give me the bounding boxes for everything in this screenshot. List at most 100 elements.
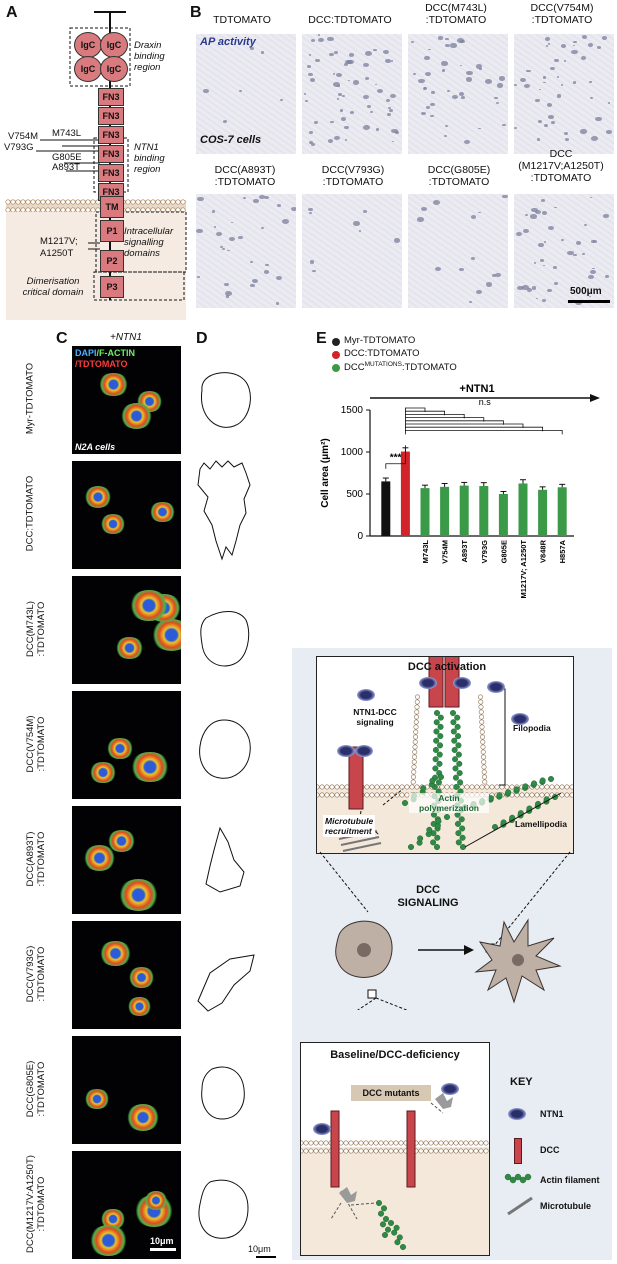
stain-spot	[362, 125, 370, 131]
fluorescent-cell	[89, 762, 117, 784]
stain-spot	[523, 228, 529, 233]
b-title-line: :TDTOMATO	[322, 176, 384, 188]
stain-spot	[563, 131, 568, 135]
stain-spot	[337, 85, 340, 87]
p3-domain: P3	[100, 276, 124, 298]
stain-spot	[253, 198, 259, 203]
stain-spot	[410, 40, 415, 44]
stain-spot	[363, 63, 369, 68]
panel-label-a: A	[6, 4, 18, 21]
baseline-box: Baseline/DCC-deficiency DCC mutants	[300, 1042, 490, 1256]
stain-spot	[469, 301, 472, 304]
c-row-line: DCC(A893T)	[25, 831, 36, 887]
b-title-5: DCC(A893T):TDTOMATO	[192, 164, 298, 188]
fluorescent-cell	[127, 967, 155, 988]
stain-spot	[438, 36, 443, 40]
draxin-region-label: Draxin binding region	[134, 40, 165, 73]
legend-mut: DCCMUTATIONS:TDTOMATO	[344, 361, 457, 373]
stain-spot	[593, 240, 598, 244]
stain-spot	[306, 64, 312, 68]
stain-spot	[547, 103, 553, 107]
stain-spot	[260, 51, 264, 54]
stain-spot	[430, 114, 434, 118]
stain-spot	[347, 79, 351, 82]
d-scale-bar	[256, 1256, 276, 1258]
fluorescent-cell	[120, 403, 154, 429]
micrograph	[72, 921, 181, 1029]
b-title-line: :TDTOMATO	[425, 14, 487, 26]
fn3-domain: FN3	[98, 145, 124, 163]
draxin-line: binding	[134, 51, 165, 62]
stain-spot	[535, 297, 538, 300]
fluorescent-cell	[129, 751, 170, 783]
fluorescent-cell	[143, 1191, 169, 1211]
legend-dot-mut	[332, 364, 340, 372]
stain-spot	[441, 69, 446, 72]
stain-spot	[318, 38, 325, 43]
stain-spot	[564, 137, 570, 141]
bar	[479, 486, 489, 536]
stain-spot	[309, 141, 314, 144]
stain-spot	[308, 207, 313, 211]
stain-spot	[339, 109, 343, 112]
mutation-label: V754M	[8, 131, 39, 142]
c-row-line: DCC(M743L)	[25, 601, 36, 657]
stain-spot	[228, 236, 235, 241]
bar	[381, 481, 391, 536]
stain-spot	[365, 50, 373, 56]
fn3-stack: FN3 FN3 FN3 FN3 FN3 FN3	[98, 88, 124, 201]
dimerisation-label: Dimerisation critical domain	[8, 276, 98, 298]
c-treatment: +NTN1	[110, 332, 142, 343]
comparison-bracket	[405, 414, 465, 419]
stain-spot	[573, 44, 576, 47]
key-title: KEY	[510, 1076, 533, 1088]
fluorescent-cell	[151, 619, 181, 652]
baseline-title: Baseline/DCC-deficiency	[330, 1049, 460, 1061]
stain-spot	[534, 210, 542, 215]
fluorescent-cell	[106, 737, 134, 759]
micrograph	[72, 806, 181, 914]
d-scale-label: 10μm	[248, 1244, 271, 1254]
draxin-line: region	[134, 62, 161, 73]
treatment-arrowhead	[590, 394, 600, 402]
b-title-line: DCC(V793G)	[321, 164, 385, 176]
ntn1-ligand	[337, 745, 355, 757]
ap-image	[196, 34, 296, 154]
stain-spot	[280, 98, 283, 101]
stain-spot	[388, 106, 391, 109]
stain-spot	[312, 269, 316, 273]
x-tick-label: V754M	[441, 540, 450, 564]
c-row-line: DCC(V754M)	[25, 715, 36, 773]
stain-spot	[362, 210, 368, 214]
comparison-bracket	[405, 430, 563, 435]
stain-spot	[363, 94, 370, 99]
stain-spot	[344, 139, 348, 141]
y-tick-label: 500	[346, 489, 363, 500]
draxin-line: Draxin	[134, 40, 162, 51]
stain-spot	[197, 196, 205, 202]
stain-spot	[590, 97, 594, 99]
b-title-line: :TDTOMATO	[214, 176, 276, 188]
stain-spot	[412, 72, 417, 75]
stain-spot	[597, 45, 602, 49]
bar	[518, 483, 528, 536]
stain-spot	[495, 273, 501, 278]
cell-outline	[201, 372, 251, 428]
x-tick-label: H857A	[558, 539, 567, 563]
stain-spot	[352, 221, 360, 226]
cos7-label: COS-7 cells	[200, 134, 262, 146]
stain-spot	[444, 135, 447, 138]
fluorescent-cell	[83, 1088, 110, 1109]
key-ntn1-icon	[508, 1108, 526, 1120]
stain-factin: /F-ACTIN	[96, 348, 136, 358]
c-row-line: DCC(G805E)	[25, 1060, 36, 1118]
stain-dapi: DAPI	[75, 348, 97, 358]
p1-domain: P1	[100, 220, 124, 242]
stain-spot	[587, 43, 594, 48]
stain-spot	[327, 139, 334, 144]
stain-spot	[530, 214, 537, 220]
stain-spot	[554, 58, 559, 62]
c-row-line: :TDTOMATO	[36, 1176, 47, 1232]
stain-spot	[425, 106, 430, 110]
